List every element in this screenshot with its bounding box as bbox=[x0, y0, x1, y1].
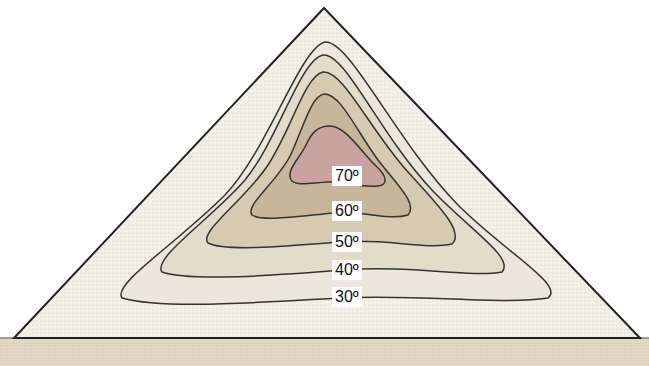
temperature-label: 30º bbox=[332, 287, 362, 307]
temperature-label: 70º bbox=[332, 166, 362, 186]
contour-70 bbox=[290, 126, 385, 186]
temperature-label: 50º bbox=[332, 232, 362, 252]
contour-60 bbox=[251, 94, 411, 218]
contour-40 bbox=[161, 55, 504, 277]
ground bbox=[0, 338, 649, 366]
contour-50 bbox=[207, 72, 456, 248]
temperature-label: 60º bbox=[332, 201, 362, 221]
contour-30 bbox=[121, 42, 551, 304]
pile-outline bbox=[14, 8, 640, 338]
temperature-label: 40º bbox=[332, 260, 362, 280]
